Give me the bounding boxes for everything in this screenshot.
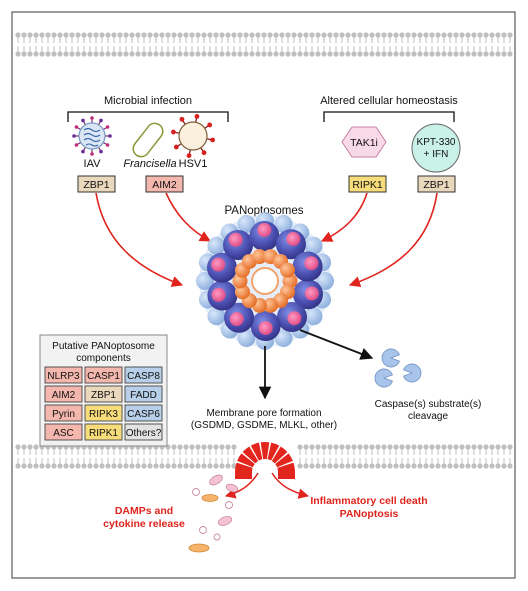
component-box-nlrp3 — [44, 366, 83, 384]
component-label-fadd: FADD — [130, 390, 157, 401]
component-label-pyrin: Pyrin — [52, 409, 75, 420]
component-box-fadd — [124, 385, 163, 403]
pore-line2: (GSDMD, GSDME, MLKL, other) — [191, 420, 337, 431]
component-box-casp6 — [124, 404, 163, 422]
infection-bracket — [67, 111, 229, 122]
caspase-line2: cleavage — [408, 411, 448, 422]
sensor-zbp1-box — [77, 175, 116, 193]
panoptosome-complex-icon — [196, 212, 334, 350]
components-title-line1: Putative PANoptosome — [52, 341, 155, 352]
top-membrane — [15, 32, 513, 57]
damps-line2: cytokine release — [103, 518, 185, 530]
arrow-ripk1-to-complex — [320, 192, 368, 242]
bottom-membrane — [15, 444, 513, 469]
components-title-line2: components — [76, 353, 130, 364]
component-box-asc — [44, 423, 83, 441]
component-box-pyrin — [44, 404, 83, 422]
damps-particles-icon — [188, 474, 239, 553]
component-box-others — [124, 423, 163, 441]
homeostasis-title: Altered cellular homeostasis — [320, 95, 458, 107]
homeostasis-bracket — [323, 111, 455, 122]
component-box-aim2 — [44, 385, 83, 403]
component-box-zbp1 — [84, 385, 123, 403]
kpt330-ifn-icon — [411, 123, 461, 173]
pathogen-iav-label: IAV — [84, 158, 102, 170]
component-label-others: Others? — [126, 428, 162, 439]
pathogen-francisella-label: Francisella — [123, 158, 176, 170]
component-label-casp1: CASP1 — [87, 371, 120, 382]
component-label-nlrp3: NLRP3 — [47, 371, 80, 382]
pathogen-hsv1-label: HSV1 — [179, 158, 208, 170]
sensor-aim2-label: AIM2 — [152, 179, 177, 191]
panoptosomes-title: PANoptosomes — [224, 205, 303, 217]
component-box-ripk1 — [84, 423, 123, 441]
trigger-tak1i-label: TAK1i — [350, 137, 378, 149]
hsv1-virus-icon — [170, 113, 216, 159]
sensor-zbp1-right-box — [417, 175, 456, 193]
component-label-zbp1: ZBP1 — [91, 390, 116, 401]
sensor-aim2-box — [145, 175, 184, 193]
component-label-ripk1: RIPK1 — [89, 428, 118, 439]
francisella-bacterium-icon — [132, 122, 164, 158]
component-label-aim2: AIM2 — [52, 390, 76, 401]
infection-title: Microbial infection — [104, 95, 192, 107]
arrow-complex-to-caspase — [299, 329, 374, 360]
cell-death-line2: PANoptosis — [340, 508, 399, 520]
trigger-ifn-label: + IFN — [424, 149, 449, 160]
sensor-ripk1-label: RIPK1 — [352, 179, 383, 191]
caspase-substrate-icon — [374, 348, 422, 388]
pore-line1: Membrane pore formation — [206, 408, 321, 419]
tak1i-inhibitor-icon — [341, 126, 387, 158]
arrow-zbp1-right-to-complex — [348, 192, 438, 288]
damps-line1: DAMPs and — [115, 505, 173, 517]
caspase-line1: Caspase(s) substrate(s) — [375, 399, 482, 410]
sensor-zbp1-right-label: ZBP1 — [423, 179, 449, 191]
component-label-asc: ASC — [53, 428, 74, 439]
component-box-casp1 — [84, 366, 123, 384]
component-label-casp6: CASP6 — [127, 409, 160, 420]
membrane-pore-icon — [235, 442, 295, 479]
sensor-ripk1-box — [348, 175, 387, 193]
arrow-aim2-to-complex — [165, 192, 211, 242]
cell-death-line1: Inflammatory cell death — [310, 495, 427, 507]
component-label-ripk3: RIPK3 — [89, 409, 118, 420]
sensor-zbp1-label: ZBP1 — [83, 179, 109, 191]
component-box-casp8 — [124, 366, 163, 384]
arrow-to-cell-death — [271, 472, 310, 499]
trigger-kpt330-label: KPT-330 — [417, 137, 456, 148]
iav-virus-icon — [72, 116, 112, 156]
component-label-casp8: CASP8 — [127, 371, 160, 382]
component-box-ripk3 — [84, 404, 123, 422]
arrow-zbp1-to-complex — [95, 192, 184, 287]
arrow-to-damps — [224, 472, 259, 499]
